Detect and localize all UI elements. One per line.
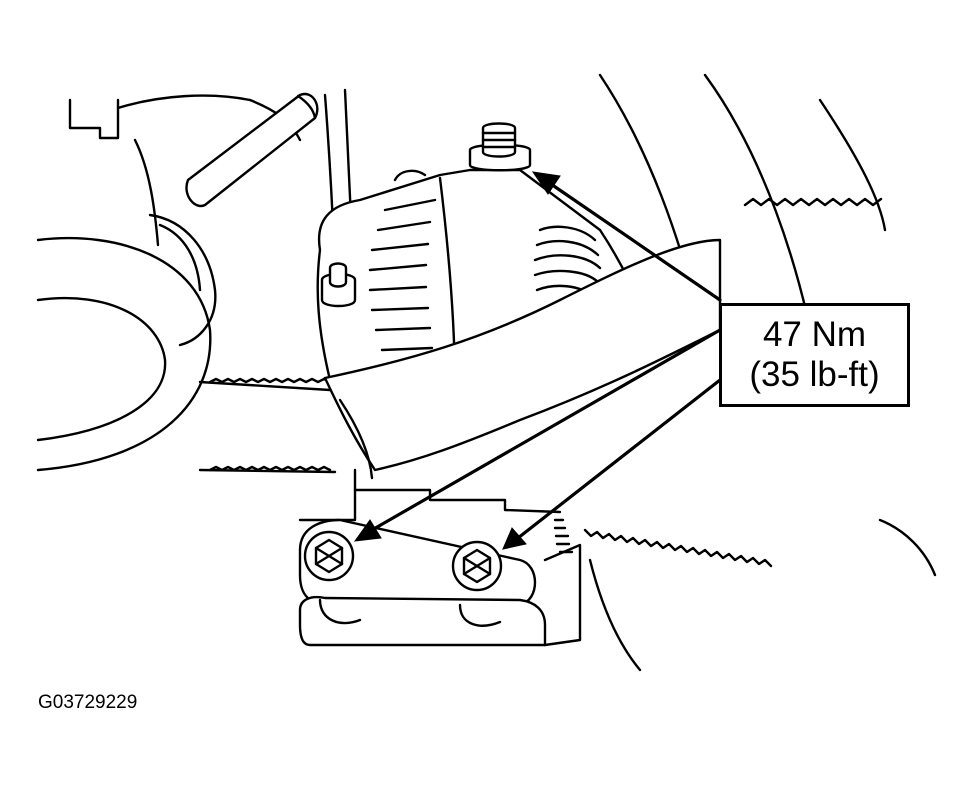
engine-block-right bbox=[583, 197, 937, 672]
leader-line-right-bolt bbox=[516, 378, 722, 540]
torque-metric-value: 47 Nm bbox=[762, 315, 867, 354]
figure-id: G03729229 bbox=[38, 692, 138, 713]
leader-line-left-bolt bbox=[370, 328, 722, 532]
torque-imperial-value: (35 lb-ft) bbox=[749, 355, 880, 394]
arrowhead-right-bolt bbox=[502, 527, 527, 550]
hose bbox=[185, 92, 319, 208]
torque-leader-lines bbox=[353, 171, 722, 550]
upper-stud-bolt bbox=[468, 122, 532, 172]
arrowhead-left-bolt bbox=[353, 519, 382, 542]
leader-line-upper bbox=[546, 180, 722, 302]
left-lower-bolt bbox=[303, 530, 355, 582]
torque-callout-box: 47 Nm (35 lb-ft) bbox=[719, 303, 910, 407]
mounting-bracket bbox=[298, 238, 722, 522]
crankshaft-pulley bbox=[36, 213, 217, 472]
arrowhead-upper bbox=[531, 171, 561, 195]
drive-belt bbox=[198, 377, 337, 474]
right-lower-bolt bbox=[451, 540, 503, 592]
